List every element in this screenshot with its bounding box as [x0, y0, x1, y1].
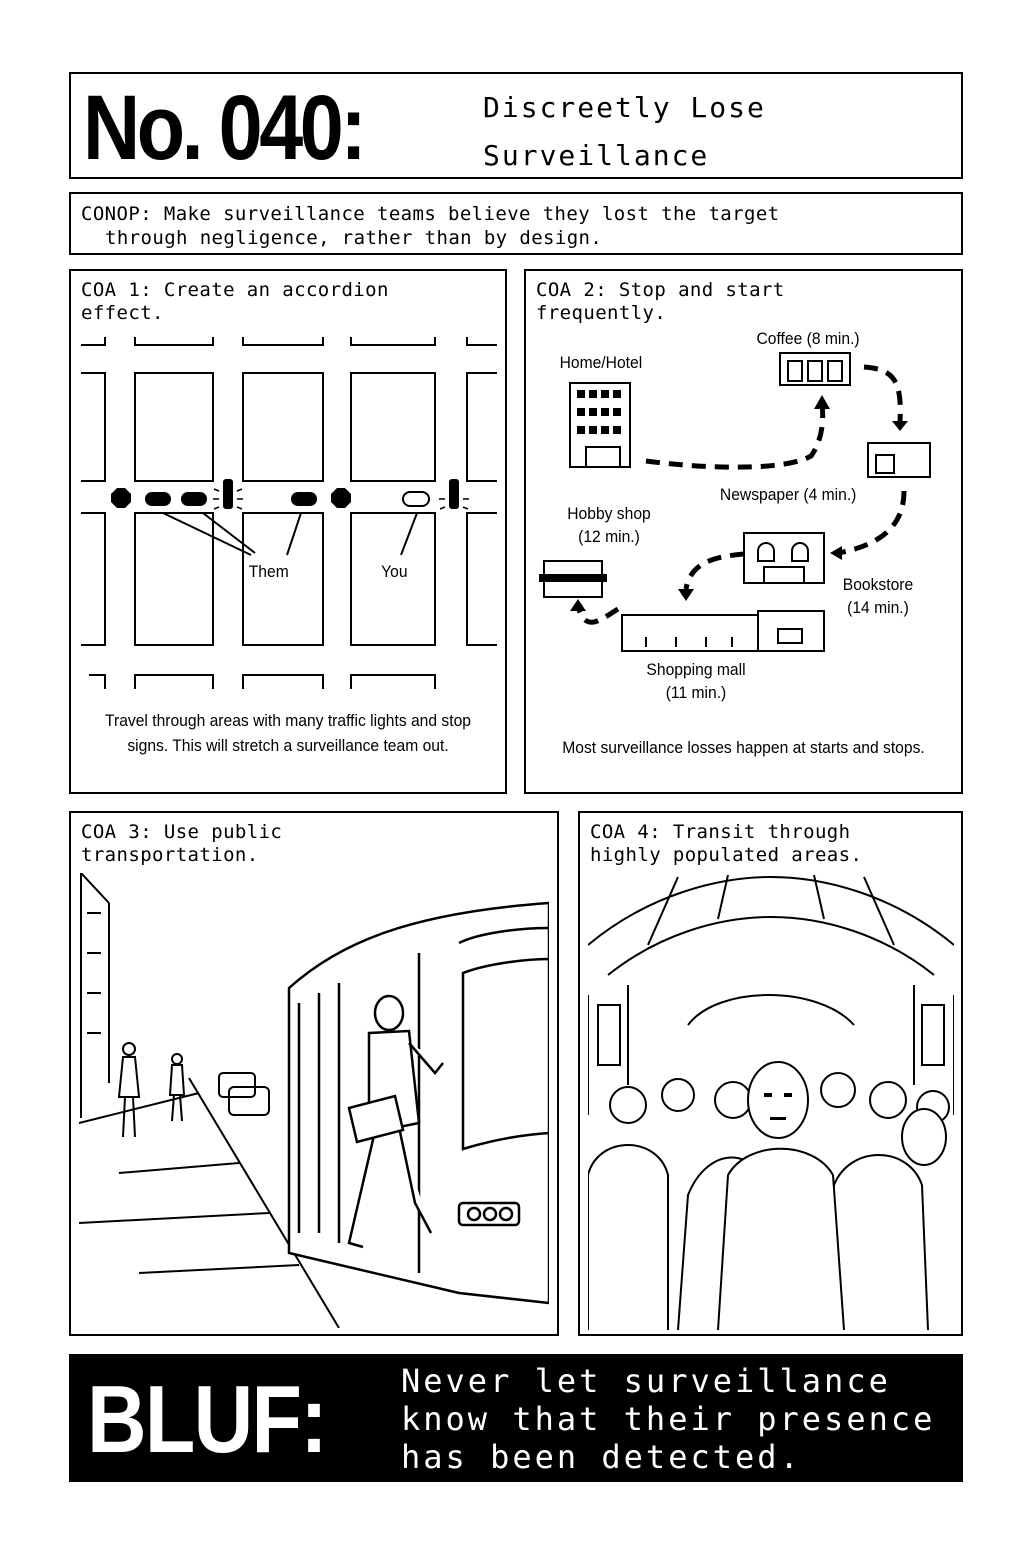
newspaper-label: Newspaper (4 min.) [719, 485, 857, 504]
them-label: Them [248, 562, 289, 581]
coa3-panel: COA 3: Use public transportation. [69, 811, 559, 1336]
traffic-light-icon [223, 479, 459, 509]
hobby-shop-time: (12 min.) [578, 527, 640, 546]
you-label: You [381, 562, 408, 581]
bookstore-name: Bookstore [842, 575, 914, 594]
conop-line-2: through negligence, rather than by desig… [105, 227, 603, 249]
coa3-heading: COA 3: Use public transportation. [81, 821, 283, 866]
route-map-illustration [539, 352, 931, 652]
conop-text: CONOP: Make surveillance teams believe t… [81, 202, 780, 250]
building-icon [539, 560, 607, 598]
coa2-panel: COA 2: Stop and start frequently. [524, 269, 963, 794]
coa4-heading: COA 4: Transit through highly populated … [590, 821, 863, 866]
page-title: Discreetly Lose Surveillance [483, 91, 766, 172]
hobby-shop-name: Hobby shop [567, 504, 651, 523]
home-hotel-label: Home/Hotel [559, 353, 643, 372]
coa1-panel: COA 1: Create an accordion effect. [69, 269, 507, 794]
bluf-label: BLUF: [87, 1366, 328, 1473]
shopping-mall-time: (11 min.) [665, 683, 727, 702]
conop-panel: CONOP: Make surveillance teams believe t… [69, 192, 963, 255]
coa2-caption: Most surveillance losses happen at start… [562, 738, 925, 757]
coa2-heading: COA 2: Stop and start frequently. [536, 279, 785, 324]
building-icon [743, 532, 825, 584]
bus-icon [287, 901, 549, 1305]
stop-sign-icon [111, 488, 351, 508]
bus-stop-illustration [79, 873, 549, 1328]
page-number-title: No. 040: [83, 77, 367, 179]
coffee-label: Coffee (8 min.) [756, 329, 860, 348]
building-icon [621, 610, 825, 652]
person-icon [117, 1042, 186, 1138]
conop-line-1: CONOP: Make surveillance teams believe t… [81, 203, 780, 225]
coa1-caption: Travel through areas with many traffic l… [105, 711, 471, 755]
person-icon [588, 1061, 950, 1330]
coa1-heading: COA 1: Create an accordion effect. [81, 279, 389, 324]
crowd-illustration [588, 875, 954, 1330]
building-icon [779, 352, 851, 386]
shopping-mall-label: Shopping mall (11 min.) [632, 658, 761, 704]
person-icon [347, 994, 444, 1249]
coa4-panel: COA 4: Transit through highly populated … [578, 811, 963, 1336]
shopping-mall-name: Shopping mall [646, 660, 746, 679]
building-icon [867, 442, 931, 478]
bookstore-time: (14 min.) [847, 598, 909, 617]
building-icon [569, 382, 631, 468]
bookstore-label: Bookstore (14 min.) [832, 573, 924, 619]
car-icon [145, 491, 430, 507]
street-grid-illustration [81, 337, 497, 689]
title-panel: No. 040: Discreetly Lose Surveillance [69, 72, 963, 179]
bluf-text: Never let surveillance know that their p… [401, 1362, 936, 1476]
hobby-shop-label: Hobby shop (12 min.) [558, 502, 659, 548]
bluf-panel: BLUF: Never let surveillance know that t… [69, 1354, 963, 1482]
